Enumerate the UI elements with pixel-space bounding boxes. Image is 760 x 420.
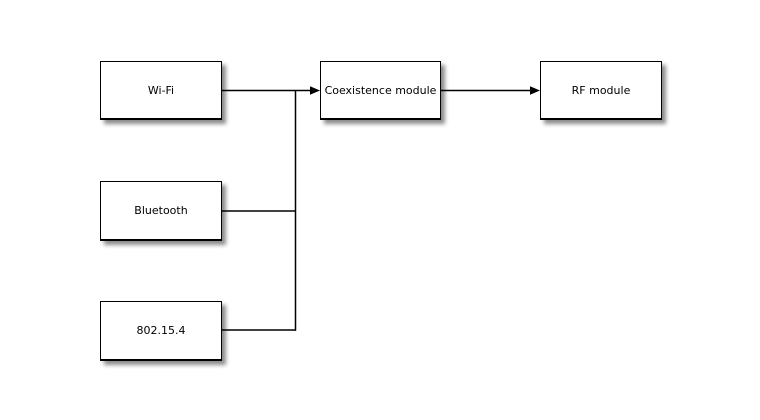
node-wifi-label: Wi-Fi [147,83,175,97]
node-coexistence-module: Coexistence module [320,61,441,120]
arrowhead-coexistence-icon [310,86,320,95]
node-bluetooth-label: Bluetooth [134,204,188,217]
node-wifi: Wi-Fi [100,61,222,120]
node-rf-module: RF module [540,61,662,120]
node-rf-module-label: RF module [571,83,631,97]
node-coexistence-module-label: Coexistence module [324,83,437,97]
node-bluetooth: Bluetooth [100,181,222,241]
node-802-15-4-label: 802.15.4 [136,324,186,337]
node-802-15-4: 802.15.4 [100,301,222,361]
arrowhead-rf-icon [530,86,540,95]
